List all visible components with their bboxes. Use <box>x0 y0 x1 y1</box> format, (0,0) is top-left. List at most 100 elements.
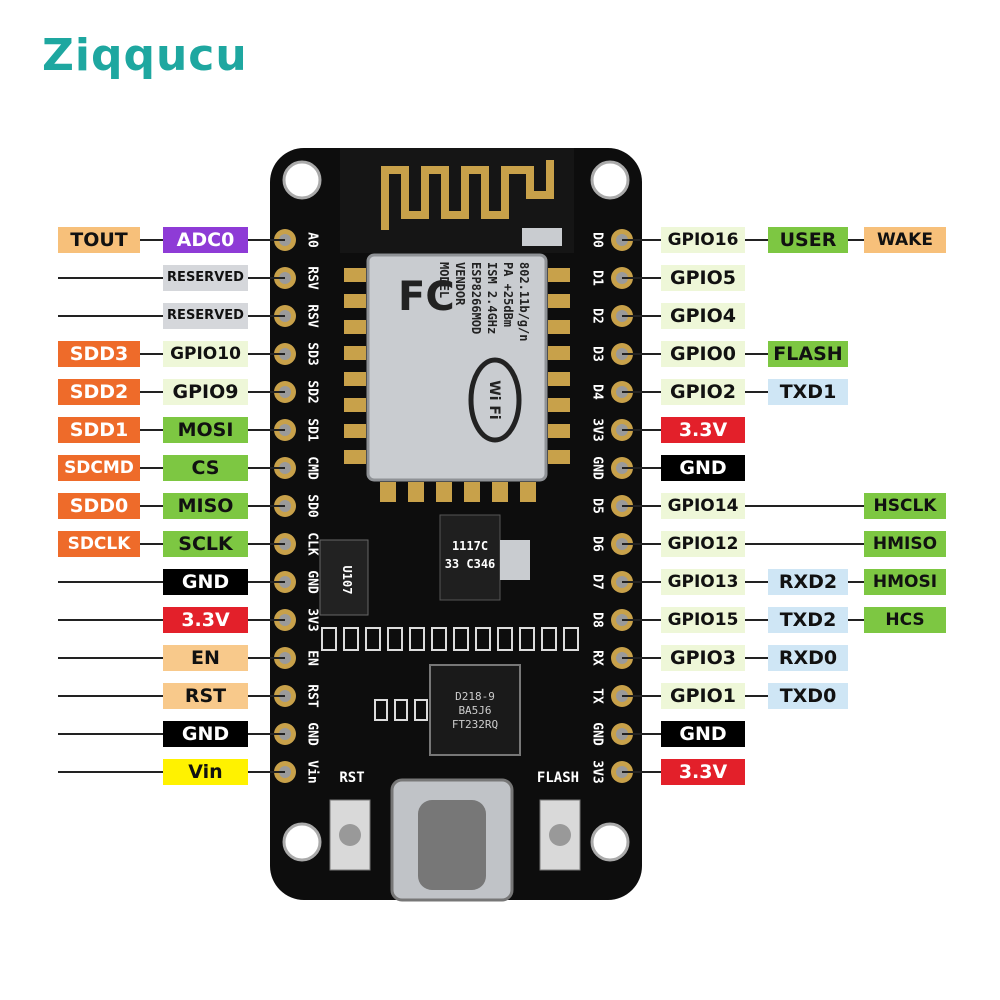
usb-ic-text: FT232RQ <box>452 718 498 731</box>
header-pin-left <box>279 310 291 322</box>
usb-ic-text: BA5J6 <box>458 704 491 717</box>
left-func-label: SDD1 <box>58 417 140 443</box>
regulator <box>439 514 501 601</box>
smd-component <box>374 699 388 721</box>
module-pad <box>548 346 570 360</box>
module-text-line: 802.11b/g/n <box>517 262 531 341</box>
right-alt-label: HMOSI <box>864 569 946 595</box>
silk-label-right: GND <box>590 722 605 746</box>
fc-mark: FC <box>398 274 455 320</box>
brand-logo: Ziqqucu <box>42 30 248 81</box>
module-pad <box>548 372 570 386</box>
module-text-line: MODEL <box>437 262 451 298</box>
smd-component <box>394 699 408 721</box>
right-pin-label: GPIO12 <box>661 531 745 557</box>
right-pin-label: GPIO3 <box>661 645 745 671</box>
module-pad <box>548 320 570 334</box>
rst-button-label: RST <box>339 770 364 786</box>
silk-label-right: D4 <box>590 384 605 400</box>
left-pin-label: RST <box>163 683 248 709</box>
module-pad <box>344 268 366 282</box>
right-func-label: RXD0 <box>768 645 848 671</box>
silk-label-left: SD1 <box>305 418 320 442</box>
module-pad <box>520 482 536 502</box>
right-pin-label: GPIO15 <box>661 607 745 633</box>
silk-label-right: D2 <box>590 308 605 324</box>
silk-label-left: SD3 <box>305 342 320 365</box>
flash-button-label: FLASH <box>537 770 579 786</box>
module-pad <box>548 268 570 282</box>
mount-hole-bl <box>282 822 322 862</box>
silk-label-right: D7 <box>590 574 605 590</box>
module-pad <box>436 482 452 502</box>
silk-label-left: 3V3 <box>305 608 320 631</box>
silk-label-left: RST <box>305 684 320 708</box>
usb-ic-text: D218-9 <box>455 690 495 703</box>
smd-component <box>321 627 337 651</box>
silk-label-left: GND <box>305 722 320 746</box>
leader-line <box>622 543 946 545</box>
antenna-pad <box>522 228 562 246</box>
header-pin-left <box>279 424 291 436</box>
usb-c-opening <box>418 800 486 890</box>
brand-logo-text: Ziqqucu <box>42 30 248 81</box>
header-pin-left <box>279 690 291 702</box>
left-pin-label: RESERVED <box>163 265 248 291</box>
right-pin-label: GND <box>661 721 745 747</box>
left-pin-label: GPIO9 <box>163 379 248 405</box>
diode-label: U107 <box>340 566 354 595</box>
left-pin-label: ADC0 <box>163 227 248 253</box>
left-pin-label: GND <box>163 569 248 595</box>
silk-label-left: CMD <box>305 456 320 480</box>
silk-label-left: SD0 <box>305 494 320 518</box>
module-text-line: VENDOR <box>453 262 467 306</box>
module-text-line: PA +25dBm <box>501 262 515 327</box>
left-pin-label: MOSI <box>163 417 248 443</box>
right-func-label: USER <box>768 227 848 253</box>
left-pin-label: CS <box>163 455 248 481</box>
esp-module-can <box>366 253 548 482</box>
smd-component <box>475 627 491 651</box>
flash-button-cap <box>549 824 571 846</box>
silk-label-left: CLK <box>305 532 320 556</box>
silk-label-right: RX <box>590 650 605 666</box>
silk-label-right: 3V3 <box>590 418 605 441</box>
module-pad <box>548 294 570 308</box>
module-pad <box>344 450 366 464</box>
silk-label-right: D3 <box>590 346 605 362</box>
smd-component <box>563 627 579 651</box>
right-pin-label: GPIO16 <box>661 227 745 253</box>
module-pad <box>344 346 366 360</box>
smd-component <box>519 627 535 651</box>
header-pin-left <box>279 652 291 664</box>
left-func-label: SDD3 <box>58 341 140 367</box>
header-pin-left <box>279 348 291 360</box>
right-func-label: RXD2 <box>768 569 848 595</box>
silk-label-left: GND <box>305 570 320 594</box>
left-pin-label: SCLK <box>163 531 248 557</box>
silk-label-right: TX <box>590 688 605 704</box>
leader-line <box>622 505 946 507</box>
left-pin-label: 3.3V <box>163 607 248 633</box>
wifi-logo <box>468 357 522 443</box>
smd-component <box>431 627 447 651</box>
module-pad <box>548 450 570 464</box>
smd-component <box>387 627 403 651</box>
smd-component <box>453 627 469 651</box>
module-text-line: ISM 2.4GHz <box>485 262 499 334</box>
module-pad <box>344 398 366 412</box>
right-pin-label: GPIO13 <box>661 569 745 595</box>
header-pin-left <box>279 728 291 740</box>
header-pin-left <box>279 538 291 550</box>
silk-label-right: GND <box>590 456 605 480</box>
silk-label-right: D5 <box>590 498 605 514</box>
left-pin-label: GND <box>163 721 248 747</box>
right-pin-label: 3.3V <box>661 417 745 443</box>
silk-label-left: A0 <box>305 232 320 248</box>
left-func-label: SDD0 <box>58 493 140 519</box>
silk-label-left: Vin <box>305 760 320 783</box>
silk-label-left: RSV <box>305 266 320 290</box>
silk-label-left: SD2 <box>305 380 320 403</box>
header-pin-left <box>279 766 291 778</box>
